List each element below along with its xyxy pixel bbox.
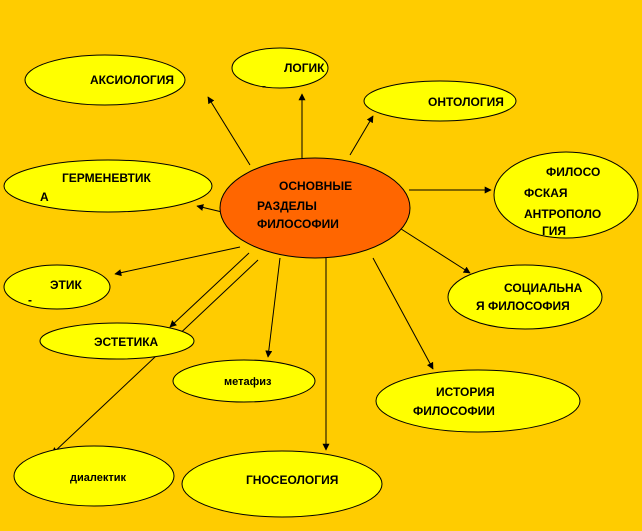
arrow-history bbox=[372, 257, 434, 370]
node-label: ОНТОЛОГИЯ bbox=[428, 95, 504, 109]
center-node: ОСНОВНЫЕ РАЗДЕЛЫ ФИЛОСОФИИ bbox=[219, 157, 411, 259]
node-ellipse bbox=[39, 322, 195, 360]
node-label: АКСИОЛОГИЯ bbox=[90, 73, 174, 87]
node-axiology: АКСИОЛОГИЯ bbox=[24, 54, 186, 106]
node-ellipse bbox=[24, 54, 186, 106]
node-metaphysics: метафиз bbox=[172, 359, 316, 403]
arrow-hermeneutics bbox=[196, 204, 223, 213]
node-label: ГНОСЕОЛОГИЯ bbox=[246, 473, 338, 487]
node-ellipse bbox=[172, 359, 316, 403]
node-label: ФИЛОСО bbox=[546, 165, 600, 179]
node-ellipse bbox=[181, 450, 383, 518]
node-label: - bbox=[28, 293, 32, 307]
center-label: РАЗДЕЛЫ bbox=[257, 199, 317, 213]
node-label: метафиз bbox=[224, 376, 272, 388]
node-ellipse bbox=[447, 264, 603, 330]
node-hermeneutics: ГЕРМЕНЕВТИК А bbox=[3, 159, 213, 213]
node-gnoseology: ГНОСЕОЛОГИЯ bbox=[181, 450, 383, 518]
node-label: Я ФИЛОСОФИЯ bbox=[476, 299, 570, 313]
arrow-metaphysics bbox=[265, 257, 281, 358]
node-aesthetics: ЭСТЕТИКА bbox=[39, 322, 195, 360]
node-label: ФИЛОСОФИИ bbox=[413, 404, 495, 418]
nodes: АКСИОЛОГИЯ ЛОГИК - ОНТОЛОГИЯ ГЕРМЕНЕВТИК А ФИЛ… bbox=[3, 47, 639, 518]
node-ellipse bbox=[493, 151, 639, 239]
node-label: ГЕРМЕНЕВТИК bbox=[62, 171, 151, 185]
node-anthropology: ФИЛОСО ФСКАЯ АНТРОПОЛО ГИЯ bbox=[493, 151, 639, 239]
node-history: ИСТОРИЯ ФИЛОСОФИИ bbox=[375, 369, 581, 433]
center-ellipse bbox=[219, 157, 411, 259]
node-ellipse bbox=[3, 159, 213, 213]
node-ellipse bbox=[375, 369, 581, 433]
node-label: ИСТОРИЯ bbox=[436, 385, 495, 399]
arrow-social bbox=[397, 226, 471, 274]
node-ellipse bbox=[231, 47, 329, 89]
node-logic: ЛОГИК - bbox=[231, 47, 329, 93]
node-dialectics: диалектик bbox=[13, 445, 175, 507]
arrow-axiology bbox=[207, 96, 251, 166]
node-label: А bbox=[40, 190, 49, 204]
node-label: диалектик bbox=[70, 472, 126, 484]
node-label: ЭСТЕТИКА bbox=[94, 335, 159, 349]
node-label: ФСКАЯ bbox=[524, 186, 568, 200]
center-label: ФИЛОСОФИИ bbox=[257, 217, 339, 231]
node-social: СОЦИАЛЬНА Я ФИЛОСОФИЯ bbox=[447, 264, 603, 330]
node-ellipse bbox=[3, 264, 111, 310]
arrow-ethics bbox=[114, 246, 241, 277]
node-ellipse bbox=[363, 80, 517, 122]
node-label: - bbox=[262, 79, 266, 93]
node-ethics: ЭТИК - bbox=[3, 264, 111, 310]
node-ontology: ОНТОЛОГИЯ bbox=[363, 80, 517, 122]
node-label: СОЦИАЛЬНА bbox=[504, 281, 583, 295]
node-ellipse bbox=[13, 445, 175, 507]
node-label: ЭТИК bbox=[50, 278, 82, 292]
node-label: ЛОГИК bbox=[284, 61, 325, 75]
node-label: АНТРОПОЛО bbox=[524, 207, 601, 221]
arrow-aesthetics bbox=[169, 252, 250, 328]
node-label: ГИЯ bbox=[542, 224, 566, 238]
center-label: ОСНОВНЫЕ bbox=[279, 179, 352, 193]
arrow-ontology bbox=[349, 115, 374, 156]
